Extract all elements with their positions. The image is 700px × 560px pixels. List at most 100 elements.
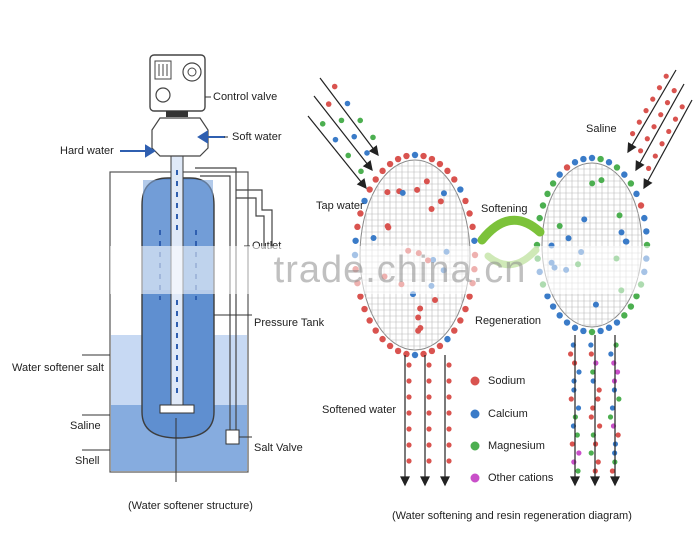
ion-dot bbox=[331, 83, 338, 90]
ion-dot bbox=[592, 301, 599, 308]
ion-dot bbox=[575, 468, 581, 474]
ion-dot bbox=[607, 414, 614, 420]
ion-dot bbox=[571, 378, 577, 384]
ion-dot bbox=[576, 450, 582, 456]
ion-dot bbox=[417, 305, 424, 312]
legend-markers bbox=[469, 375, 481, 484]
ion-dot bbox=[556, 312, 563, 319]
ion-dot bbox=[621, 312, 628, 319]
ion-dot bbox=[446, 394, 452, 400]
ion-dot bbox=[633, 190, 640, 198]
ion-dot bbox=[370, 134, 376, 141]
ion-dot bbox=[589, 180, 596, 187]
flow-arrow bbox=[643, 99, 693, 189]
arrow-head bbox=[368, 145, 379, 157]
ion-dot bbox=[451, 176, 458, 183]
ion-dot bbox=[616, 212, 623, 219]
ion-dot bbox=[593, 360, 599, 366]
ion-dot bbox=[406, 362, 412, 368]
label-water-softener-salt: Water softener salt bbox=[12, 362, 104, 374]
ion-dot bbox=[406, 426, 412, 432]
ion-dot bbox=[426, 378, 432, 384]
ion-dot bbox=[597, 327, 604, 335]
ion-dot bbox=[420, 152, 427, 160]
ion-dot bbox=[384, 189, 391, 196]
ion-dot bbox=[627, 303, 635, 310]
ion-dot bbox=[444, 335, 451, 343]
legend-magnesium: Magnesium bbox=[488, 440, 545, 452]
ion-dot bbox=[432, 296, 439, 303]
label-control-valve: Control valve bbox=[213, 91, 278, 103]
ion-dot bbox=[539, 202, 547, 209]
ion-dot bbox=[446, 442, 452, 448]
legend-sodium: Sodium bbox=[488, 375, 526, 387]
ion-dot bbox=[361, 305, 368, 313]
ion-dot bbox=[469, 223, 476, 231]
arrow-head bbox=[420, 476, 430, 487]
ion-dot bbox=[415, 314, 422, 321]
ion-dot bbox=[659, 141, 665, 147]
ion-dot bbox=[664, 100, 671, 106]
ion-dot bbox=[426, 362, 432, 368]
ion-dot bbox=[462, 197, 469, 205]
ion-dot bbox=[426, 394, 432, 400]
ion-dot bbox=[614, 369, 621, 375]
label-softening: Softening bbox=[481, 203, 528, 215]
ion-dot bbox=[386, 160, 394, 168]
ion-dot bbox=[636, 119, 642, 125]
ion-dot bbox=[618, 229, 625, 236]
ion-dot bbox=[605, 159, 613, 166]
arrow-head bbox=[643, 178, 653, 190]
arrow-head bbox=[400, 476, 410, 487]
ion-dot bbox=[372, 327, 379, 334]
ion-dot bbox=[569, 441, 575, 447]
ion-dot bbox=[650, 96, 656, 102]
ion-dot bbox=[596, 387, 602, 393]
ion-dot bbox=[379, 335, 386, 343]
ion-dot bbox=[672, 116, 679, 122]
caption-structure: (Water softener structure) bbox=[128, 500, 253, 512]
ion-dot bbox=[580, 155, 587, 163]
ion-dot bbox=[595, 396, 601, 402]
ion-dot bbox=[457, 317, 464, 324]
ion-dot bbox=[580, 327, 587, 335]
ion-dot bbox=[588, 154, 596, 162]
ion-dot bbox=[588, 414, 594, 420]
ion-dot bbox=[366, 186, 373, 193]
ion-dot bbox=[428, 205, 435, 212]
label-hard-water: Hard water bbox=[60, 145, 114, 157]
ion-dot bbox=[406, 394, 412, 400]
ion-dot bbox=[403, 350, 410, 358]
ion-dot bbox=[571, 459, 577, 465]
ion-dot bbox=[451, 327, 458, 334]
label-salt-valve: Salt Valve bbox=[254, 442, 303, 454]
ion-dot bbox=[351, 133, 358, 140]
ion-dot bbox=[428, 347, 436, 355]
arrow-head bbox=[610, 476, 620, 487]
ion-dot bbox=[428, 155, 436, 163]
ion-dot bbox=[568, 396, 574, 402]
label-shell: Shell bbox=[75, 455, 100, 467]
ion-dot bbox=[658, 112, 664, 118]
ion-dot bbox=[357, 293, 364, 300]
ion-dot bbox=[446, 410, 452, 416]
ion-dot bbox=[370, 234, 377, 241]
ion-dot bbox=[633, 292, 640, 300]
ion-dot bbox=[609, 405, 616, 411]
ion-dot bbox=[608, 351, 614, 357]
ion-dot bbox=[644, 136, 650, 142]
label-regeneration: Regeneration bbox=[475, 315, 542, 327]
ion-dot bbox=[595, 459, 601, 465]
ion-dot bbox=[549, 303, 557, 310]
ion-dot bbox=[357, 117, 364, 124]
ion-dot bbox=[344, 100, 351, 107]
arrow-head bbox=[362, 160, 373, 172]
ion-dot bbox=[406, 378, 412, 384]
ion-dot bbox=[417, 325, 424, 332]
ion-dot bbox=[394, 347, 402, 355]
ion-dot bbox=[565, 235, 572, 242]
flow-arrow bbox=[635, 83, 685, 171]
ion-dot bbox=[615, 432, 621, 438]
ion-dot bbox=[426, 426, 432, 432]
ion-dot bbox=[423, 178, 430, 185]
